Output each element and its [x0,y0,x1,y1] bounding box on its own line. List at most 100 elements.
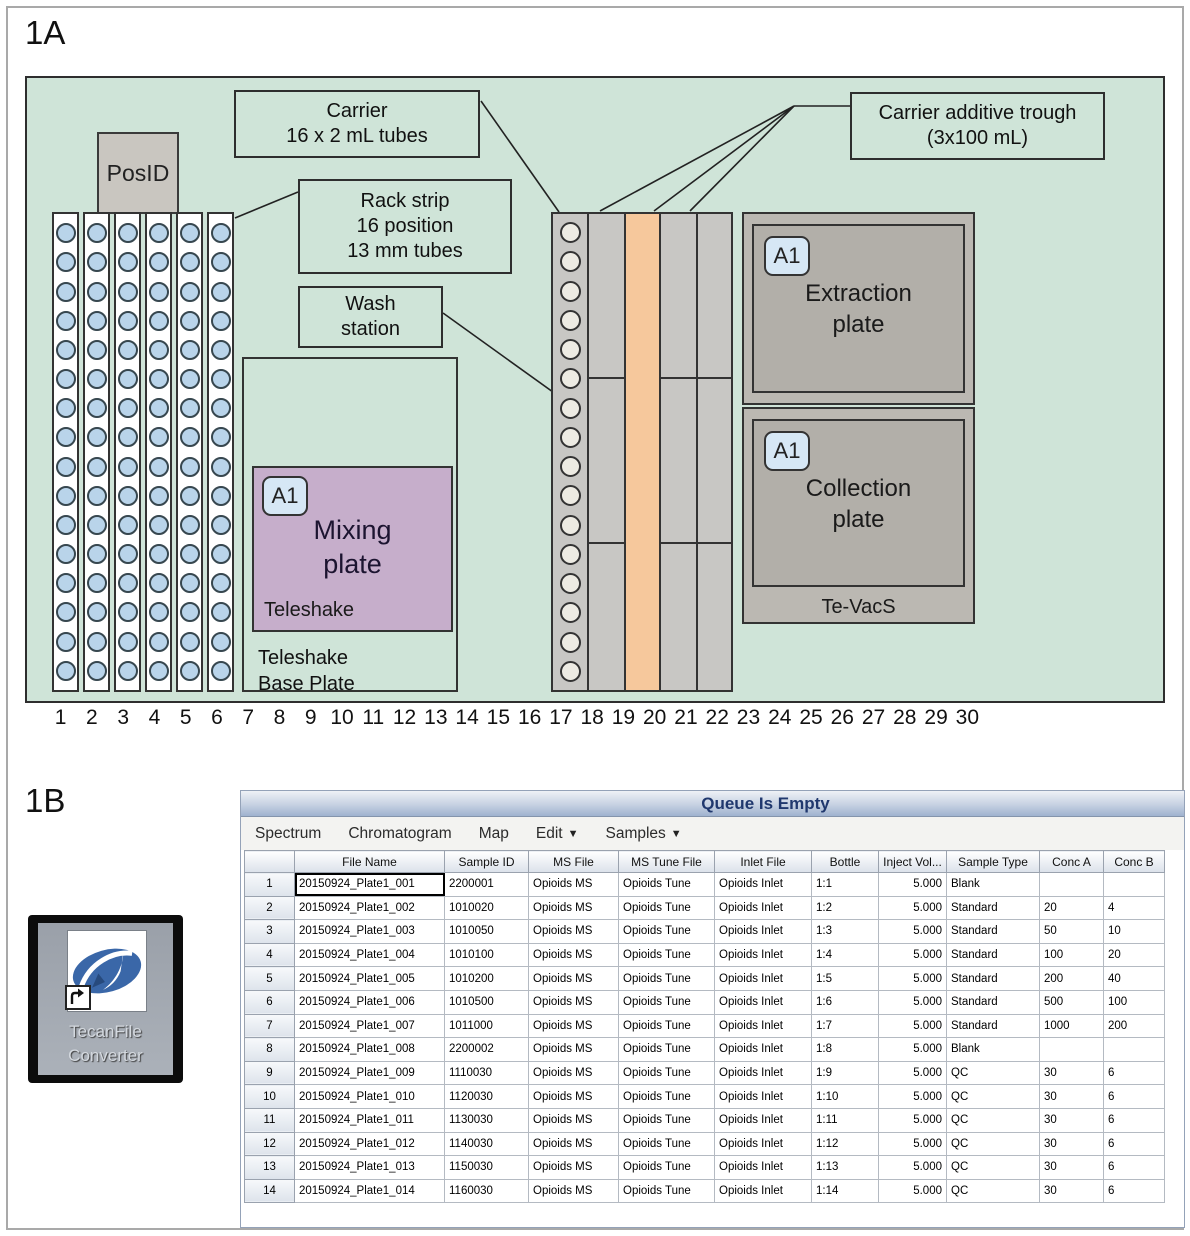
cell-bottle[interactable]: 1:7 [811,1013,879,1039]
cell-conc-a[interactable]: 20 [1039,895,1104,921]
cell-file-name[interactable]: 20150924_Plate1_005 [294,966,445,991]
cell-inlet-file[interactable]: Opioids Inlet [714,1178,812,1204]
cell-inject-vol[interactable]: 5.000 [878,1131,947,1157]
column-header-inlet-file[interactable]: Inlet File [714,850,812,873]
row-number-cell[interactable]: 12 [244,1131,295,1157]
cell-sample-id[interactable]: 1010500 [444,989,529,1015]
menu-item-map[interactable]: Map [479,825,509,843]
column-header-sample-id[interactable]: Sample ID [444,850,529,873]
column-header-ms-file[interactable]: MS File [528,850,619,873]
cell-bottle[interactable]: 1:11 [811,1107,879,1133]
cell-ms-file[interactable]: Opioids MS [528,1060,619,1086]
cell-conc-a[interactable]: 30 [1039,1084,1104,1109]
column-header-file-name[interactable]: File Name [294,850,445,873]
cell-ms-file[interactable]: Opioids MS [528,1178,619,1204]
menu-item-chromatogram[interactable]: Chromatogram [348,825,451,843]
cell-conc-a[interactable]: 200 [1039,966,1104,991]
cell-sample-type[interactable]: QC [946,1107,1040,1133]
cell-bottle[interactable]: 1:2 [811,895,879,921]
cell-bottle[interactable]: 1:14 [811,1178,879,1204]
cell-ms-tune-file[interactable]: Opioids Tune [618,1155,715,1180]
cell-sample-type[interactable]: QC [946,1131,1040,1157]
cell-sample-id[interactable]: 2200001 [444,872,529,897]
cell-ms-file[interactable]: Opioids MS [528,942,619,968]
cell-inlet-file[interactable]: Opioids Inlet [714,942,812,968]
cell-conc-a[interactable]: 30 [1039,1178,1104,1204]
cell-bottle[interactable]: 1:5 [811,966,879,991]
cell-conc-a[interactable]: 50 [1039,919,1104,944]
cell-ms-tune-file[interactable]: Opioids Tune [618,1107,715,1133]
cell-bottle[interactable]: 1:3 [811,919,879,944]
column-header-conc-b[interactable]: Conc B [1103,850,1165,873]
cell-ms-tune-file[interactable]: Opioids Tune [618,1131,715,1157]
cell-conc-b[interactable]: 20 [1103,942,1165,968]
cell-inlet-file[interactable]: Opioids Inlet [714,1084,812,1109]
cell-inlet-file[interactable]: Opioids Inlet [714,895,812,921]
cell-file-name[interactable]: 20150924_Plate1_012 [294,1131,445,1157]
cell-inlet-file[interactable]: Opioids Inlet [714,919,812,944]
row-selector-header[interactable] [244,850,295,873]
cell-conc-b[interactable]: 4 [1103,895,1165,921]
cell-sample-type[interactable]: QC [946,1060,1040,1086]
row-number-cell[interactable]: 7 [244,1013,295,1039]
row-number-cell[interactable]: 14 [244,1178,295,1204]
column-header-inject-vol[interactable]: Inject Vol... [878,850,947,873]
cell-ms-file[interactable]: Opioids MS [528,989,619,1015]
cell-inject-vol[interactable]: 5.000 [878,989,947,1015]
cell-inject-vol[interactable]: 5.000 [878,966,947,991]
cell-ms-file[interactable]: Opioids MS [528,1084,619,1109]
cell-inlet-file[interactable]: Opioids Inlet [714,989,812,1015]
cell-inject-vol[interactable]: 5.000 [878,895,947,921]
cell-sample-type[interactable]: Blank [946,872,1040,897]
cell-inlet-file[interactable]: Opioids Inlet [714,1107,812,1133]
cell-sample-id[interactable]: 1130030 [444,1107,529,1133]
cell-ms-file[interactable]: Opioids MS [528,872,619,897]
cell-sample-type[interactable]: Standard [946,919,1040,944]
cell-conc-b[interactable]: 10 [1103,919,1165,944]
cell-inlet-file[interactable]: Opioids Inlet [714,1155,812,1180]
cell-ms-file[interactable]: Opioids MS [528,919,619,944]
cell-ms-file[interactable]: Opioids MS [528,1107,619,1133]
cell-inject-vol[interactable]: 5.000 [878,1013,947,1039]
cell-conc-b[interactable]: 200 [1103,1013,1165,1039]
cell-inlet-file[interactable]: Opioids Inlet [714,1013,812,1039]
cell-sample-type[interactable]: Standard [946,1013,1040,1039]
column-header-conc-a[interactable]: Conc A [1039,850,1104,873]
cell-inject-vol[interactable]: 5.000 [878,1084,947,1109]
cell-sample-id[interactable]: 2200002 [444,1037,529,1062]
cell-sample-id[interactable]: 1160030 [444,1178,529,1204]
row-number-cell[interactable]: 10 [244,1084,295,1109]
cell-ms-tune-file[interactable]: Opioids Tune [618,1013,715,1039]
cell-inject-vol[interactable]: 5.000 [878,1037,947,1062]
cell-bottle[interactable]: 1:4 [811,942,879,968]
cell-sample-type[interactable]: Standard [946,966,1040,991]
cell-file-name[interactable]: 20150924_Plate1_006 [294,989,445,1015]
column-header-ms-tune-file[interactable]: MS Tune File [618,850,715,873]
cell-conc-b[interactable] [1103,1037,1165,1062]
cell-sample-id[interactable]: 1140030 [444,1131,529,1157]
cell-inlet-file[interactable]: Opioids Inlet [714,1131,812,1157]
cell-sample-id[interactable]: 1150030 [444,1155,529,1180]
cell-bottle[interactable]: 1:9 [811,1060,879,1086]
cell-ms-file[interactable]: Opioids MS [528,1037,619,1062]
cell-inject-vol[interactable]: 5.000 [878,1178,947,1204]
cell-file-name[interactable]: 20150924_Plate1_007 [294,1013,445,1039]
row-number-cell[interactable]: 13 [244,1155,295,1180]
cell-sample-type[interactable]: Blank [946,1037,1040,1062]
cell-ms-tune-file[interactable]: Opioids Tune [618,966,715,991]
cell-conc-a[interactable] [1039,872,1104,897]
cell-conc-a[interactable] [1039,1037,1104,1062]
cell-file-name[interactable]: 20150924_Plate1_010 [294,1084,445,1109]
row-number-cell[interactable]: 11 [244,1107,295,1133]
menu-item-samples[interactable]: Samples▼ [605,825,681,843]
cell-conc-b[interactable]: 6 [1103,1060,1165,1086]
cell-ms-tune-file[interactable]: Opioids Tune [618,1060,715,1086]
cell-sample-id[interactable]: 1010020 [444,895,529,921]
cell-conc-a[interactable]: 100 [1039,942,1104,968]
cell-sample-id[interactable]: 1010050 [444,919,529,944]
cell-ms-file[interactable]: Opioids MS [528,1013,619,1039]
cell-conc-a[interactable]: 500 [1039,989,1104,1015]
row-number-cell[interactable]: 3 [244,919,295,944]
cell-sample-id[interactable]: 1120030 [444,1084,529,1109]
cell-inlet-file[interactable]: Opioids Inlet [714,872,812,897]
